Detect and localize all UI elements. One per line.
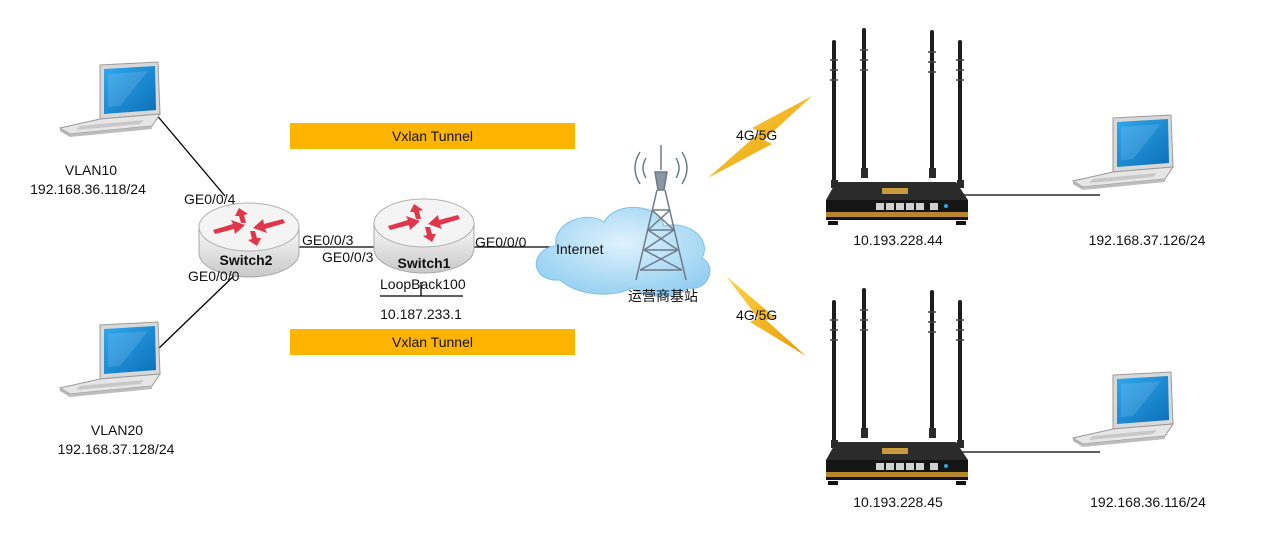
router-4g-bottom-icon[interactable] [824,288,970,487]
pc-right-top-ip-label: 192.168.37.126/24 [1088,232,1206,248]
switch1-port-ge003: GE0/0/3 [322,249,374,265]
cell-tower-icon [634,145,688,281]
switch2-label: Switch2 [219,252,273,268]
wireless-bolt-top-icon [708,96,812,178]
vlan20-ip-label: 192.168.37.128/24 [57,441,175,457]
vlan20-label: VLAN20 [90,422,144,438]
laptop-right-bottom-icon[interactable] [1072,371,1174,448]
link-vlan20-switch2 [156,269,241,351]
switch1-label: Switch1 [397,255,451,271]
loopback-label: LoopBack100 [380,276,466,292]
laptop-right-top-icon[interactable] [1072,114,1174,191]
wireless-bolt-bottom-icon [726,276,806,356]
switch2-port-ge000: GE0/0/0 [188,268,240,284]
vlan10-label: VLAN10 [64,162,118,178]
loopback-ip-label: 10.187.233.1 [380,306,462,322]
router-bottom-ip-label: 10.193.228.45 [853,494,943,510]
wireless-bottom-label: 4G/5G [736,307,778,323]
vxlan-tunnel-top-label: Vxlan Tunnel [392,128,473,144]
vxlan-tunnel-bottom-label: Vxlan Tunnel [392,334,473,350]
vxlan-tunnel-top: Vxlan Tunnel [290,123,575,149]
wireless-top-label: 4G/5G [736,127,778,143]
switch2-port-ge004: GE0/0/4 [184,191,236,207]
router-4g-top-icon[interactable] [824,28,970,227]
tower-label: 运营商基站 [628,288,698,304]
links [154,112,1100,453]
link-vlan10-switch2 [154,112,226,197]
switch1-port-ge000: GE0/0/0 [475,234,527,250]
internet-label: Internet [556,241,604,257]
laptop-vlan20-icon[interactable] [59,321,161,398]
pc-right-bottom-ip-label: 192.168.36.116/24 [1090,494,1206,510]
vlan10-ip-label: 192.168.36.118/24 [30,181,146,197]
switch2-port-ge003: GE0/0/3 [302,232,354,248]
vxlan-tunnel-bottom: Vxlan Tunnel [290,329,575,355]
router-top-ip-label: 10.193.228.44 [853,232,943,248]
laptop-vlan10-icon[interactable] [59,61,161,138]
